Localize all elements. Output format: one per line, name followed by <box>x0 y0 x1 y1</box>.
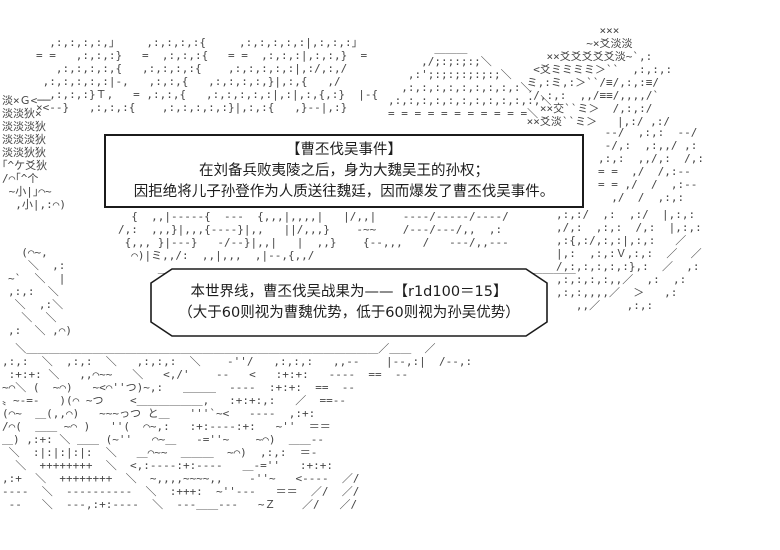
ascii-terraced-fields-middle: { ,,|-----{ --- {,,,|,,,,| |/,,| ----/--… <box>118 210 576 275</box>
dice-roll-box: 本世界线，曹丕伐吴战果为——【r1d100＝15】 （大于60则视为曹魏优势，低… <box>150 268 548 337</box>
ascii-slope-right-middle: ,:,:/ ,: ,:/ |,:,: ,/,: ,:,: /,: |,:,: ,… <box>556 208 702 312</box>
event-description-box: 【曹丕伐吴事件】 在刘备兵败夷陵之后，身为大魏吴王的孙权； 因拒绝将儿子孙登作为… <box>104 134 584 208</box>
ascii-hillside-left: (⌒~, ＼ ,: ~` ＼ | ,:,: ＼ ＼ ,:＼ ＼ ＼ ,: ＼ ,… <box>8 246 72 337</box>
dice-box-octagon-border <box>150 268 548 337</box>
dice-roll-line-1: 本世界线，曹丕伐吴战果为——【r1d100＝15】 <box>190 283 508 300</box>
event-title: 【曹丕伐吴事件】 <box>286 141 402 158</box>
ascii-trees-left: 淡×Ｇ<── 淡淡狄× 淡淡淡狄 淡淡淡狄 淡淡狄狄 ｢^ケ爻狄 /⌒｢^个 ~… <box>2 94 66 211</box>
ascii-forest-mountain-right: ××× ~×爻淡淡 ××爻爻爻爻爻淡~`,: <爻ミミミミ＞`` ,:,:,: … <box>526 24 673 128</box>
event-line-2: 因拒绝将儿子孙登作为人质送往魏廷，因而爆发了曹丕伐吴事件。 <box>133 183 555 200</box>
ascii-terraced-fields-top: ,:,:,:,:,」 ,:,:,:,:{ ,:,:,:,:,:|,:,:,:」 … <box>36 36 379 114</box>
event-line-1: 在刘备兵败夷陵之后，身为大魏吴王的孙权； <box>199 162 489 179</box>
ascii-valley-clouds-bottom: ＼＿＿＿＿＿＿＿＿＿＿＿＿＿＿＿＿＿＿＿＿＿＿＿＿＿＿＿＿＿＿＿＿／＿＿ ／ ,… <box>2 342 473 511</box>
ascii-slope-right-upper: --/ ,:,: --/ -/,: ,:,,/ ,: ,:,: ,,/,: /,… <box>598 126 704 204</box>
ascii-mountain-center: ＿＿＿ ,/;:;:;:;＼ ,:';:;:;:;:;:;＼ ,:,:,:,:,… <box>388 42 552 120</box>
dice-roll-line-2: （大于60则视为曹魏优势，低于60则视为孙吴优势） <box>178 304 520 321</box>
dice-roll-text: 本世界线，曹丕伐吴战果为——【r1d100＝15】 （大于60则视为曹魏优势，低… <box>150 268 548 337</box>
